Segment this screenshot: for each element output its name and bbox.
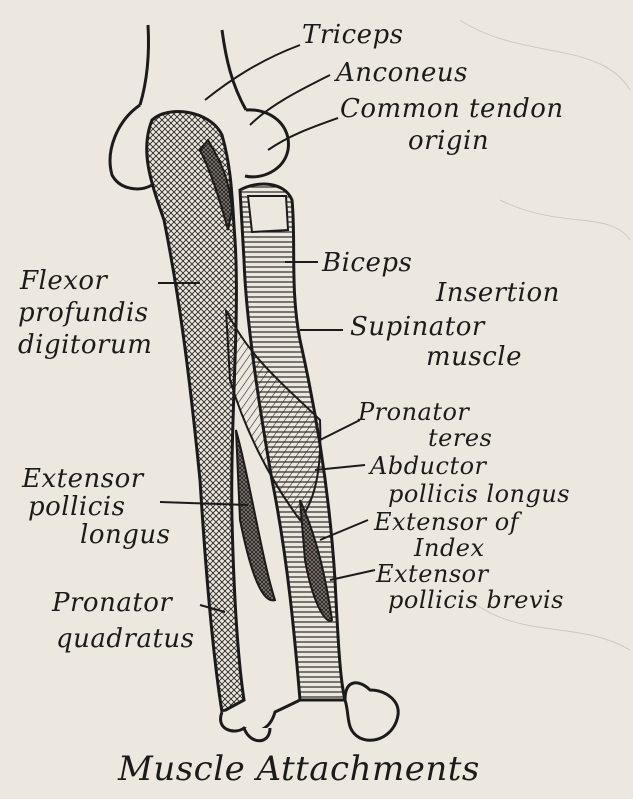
label-supinator: Supinator — [350, 314, 485, 340]
label-index: Index — [414, 536, 485, 560]
label-teres: teres — [428, 426, 492, 450]
label-flexor: Flexor — [20, 268, 108, 294]
label-pollicis: pollicis — [28, 494, 125, 520]
label-abductor: Abductor — [370, 454, 487, 478]
label-pronator-quadratus: Pronator — [52, 590, 172, 616]
figure-caption: Muscle Attachments — [118, 752, 480, 786]
label-extensor-left: Extensor — [22, 466, 144, 492]
label-origin: origin — [408, 128, 489, 154]
label-triceps: Triceps — [302, 22, 404, 48]
label-pollicis-brevis: pollicis brevis — [388, 588, 564, 612]
label-digitorum: digitorum — [18, 332, 152, 358]
label-pollicis-longus: pollicis longus — [388, 482, 570, 506]
label-insertion: Insertion — [436, 280, 560, 306]
label-pronator-teres: Pronator — [358, 400, 469, 424]
label-extensor-of: Extensor of — [374, 510, 519, 534]
label-anconeus: Anconeus — [336, 60, 468, 86]
label-quadratus: quadratus — [56, 626, 195, 652]
label-biceps: Biceps — [322, 250, 412, 276]
label-longus: longus — [80, 522, 170, 548]
label-extensor-right: Extensor — [376, 562, 489, 586]
label-common-tendon: Common tendon — [340, 96, 564, 122]
label-muscle: muscle — [426, 344, 522, 370]
label-profundis: profundis — [18, 300, 149, 326]
